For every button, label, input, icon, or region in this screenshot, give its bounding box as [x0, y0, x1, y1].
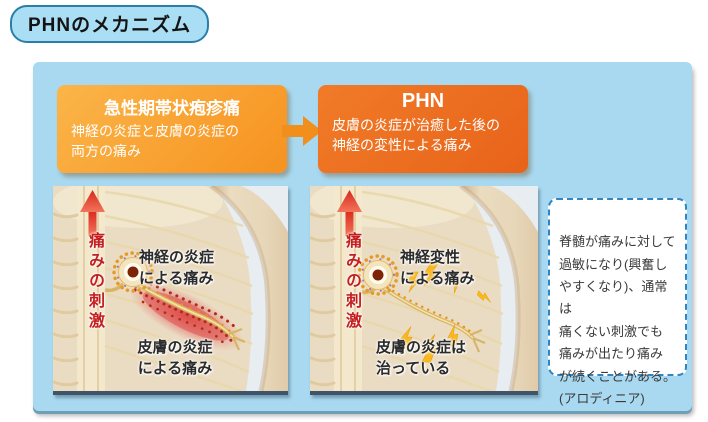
main-panel: 急性期帯状疱疹痛 神経の炎症と皮膚の炎症の 両方の痛み PHN 皮膚の炎症が治癒… [33, 62, 692, 411]
nerve-degeneration-label: 神経変性 による痛み [400, 249, 475, 287]
phn-box: PHN 皮膚の炎症が治癒した後の 神経の変性による痛み [318, 85, 528, 173]
acute-box-desc: 神経の炎症と皮膚の炎症の 両方の痛み [71, 123, 239, 160]
degenerated-nerve [361, 282, 486, 353]
skin-healed-label: 皮膚の炎症は 治っている [376, 339, 467, 377]
phn-box-desc: 皮膚の炎症が治癒した後の 神経の変性による痛み [332, 117, 500, 154]
ribs [53, 212, 79, 387]
arm-shape [209, 186, 288, 391]
phn-body-art [310, 186, 538, 391]
page-title: PHNのメカニズム [10, 5, 210, 43]
phn-illustration: 痛みの刺激 神経変性 による痛み 皮膚の炎症は 治っている [310, 186, 538, 395]
allodynia-note-text: 脊髄が痛みに対して 過敏になり(興奮し やすくなり)、通常は 痛くない刺激でも … [559, 234, 677, 406]
nerve-inflammation-label: 神経の炎症 による痛み [139, 249, 215, 287]
right-arrow-icon [282, 116, 322, 146]
pain-stimulus-label: 痛みの刺激 [343, 232, 360, 332]
ganglion-icon [112, 251, 154, 293]
ribs [310, 212, 336, 387]
pain-up-arrow-icon [80, 190, 105, 236]
phn-box-title: PHN [401, 90, 445, 112]
skin-inflammation-label: 皮膚の炎症 による痛み [137, 339, 213, 377]
inflammation-dots [133, 276, 239, 350]
acute-pain-box: 急性期帯状疱疹痛 神経の炎症と皮膚の炎症の 両方の痛み [57, 85, 287, 173]
inflamed-nerve [104, 282, 246, 351]
acute-box-title: 急性期帯状疱疹痛 [104, 99, 240, 118]
arm-shape [459, 186, 538, 391]
acute-illustration: 痛みの刺激 神経の炎症 による痛み 皮膚の炎症 による痛み [53, 186, 288, 395]
lightning-bolts-icon [400, 262, 492, 363]
ganglion-icon [357, 254, 399, 296]
pain-up-arrow-icon [337, 190, 362, 236]
allodynia-note: 脊髄が痛みに対して 過敏になり(興奮し やすくなり)、通常は 痛くない刺激でも … [548, 198, 687, 406]
acute-body-art [53, 186, 288, 391]
page-title-text: PHNのメカニズム [28, 15, 192, 36]
pain-stimulus-label: 痛みの刺激 [86, 232, 103, 332]
